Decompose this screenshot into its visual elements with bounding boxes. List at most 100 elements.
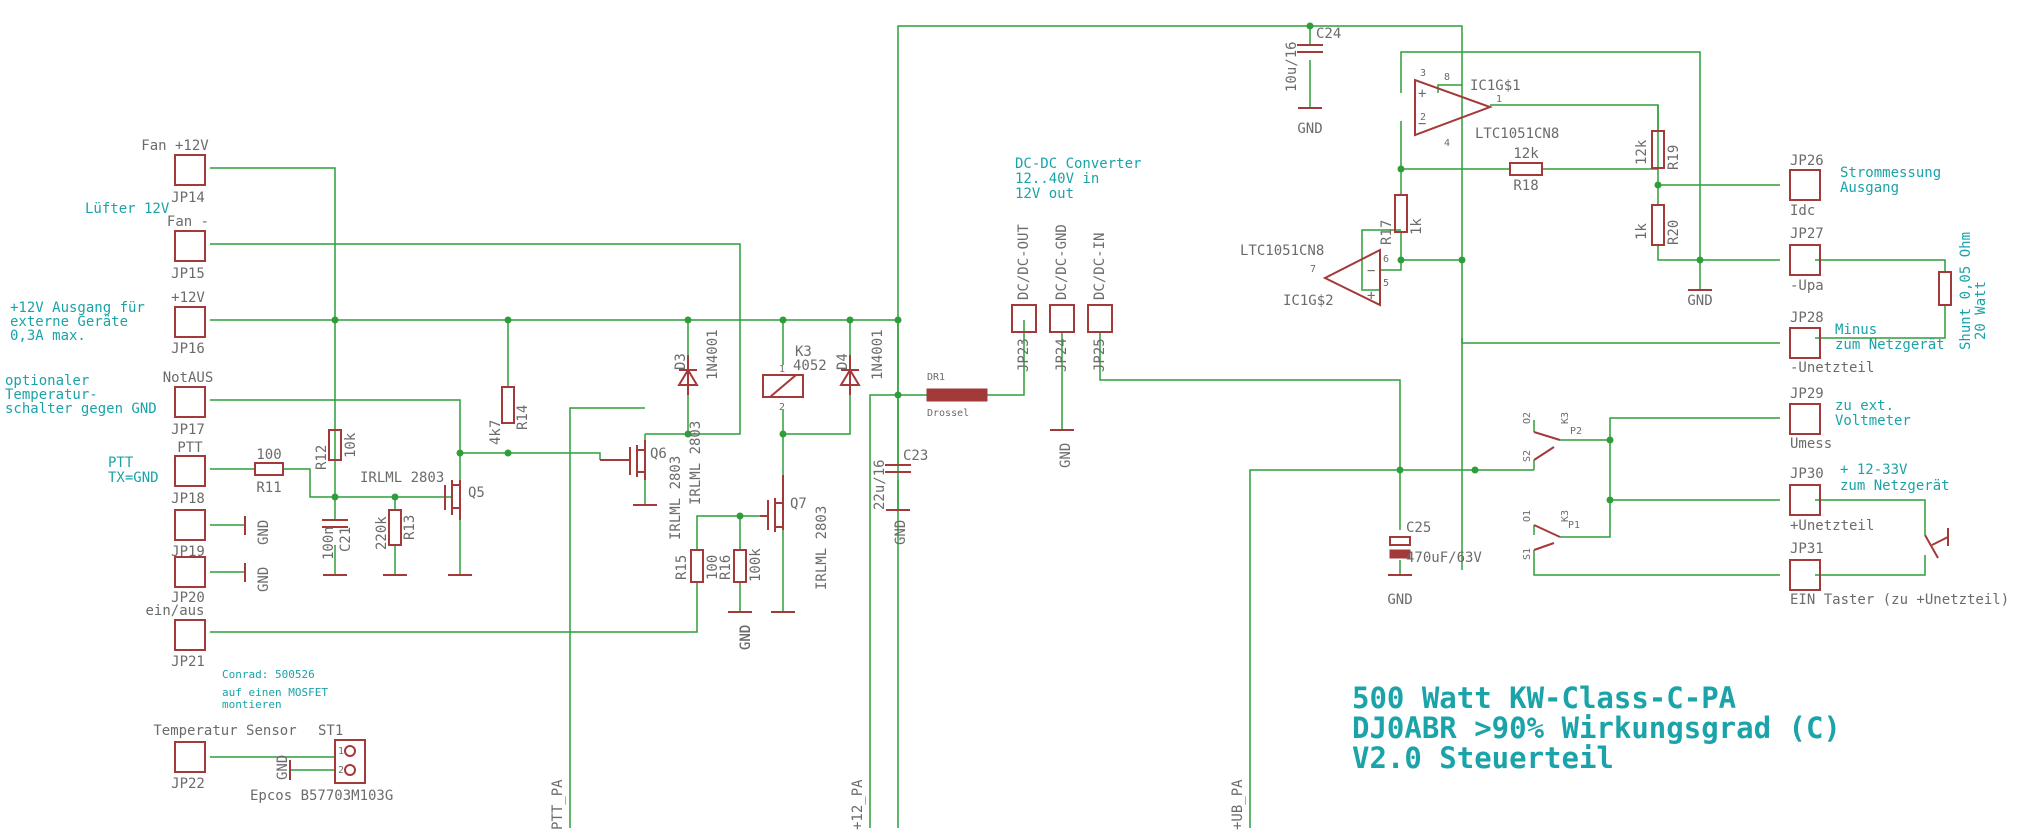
note-luefter: Lüfter 12V	[85, 201, 170, 217]
jp22-pad[interactable]	[174, 741, 206, 773]
svg-text:JP24: JP24	[1054, 338, 1070, 372]
svg-text:+: +	[1418, 86, 1426, 102]
svg-text:1: 1	[338, 746, 344, 757]
jp21-label: ein/aus	[145, 603, 204, 619]
svg-text:R20: R20	[1666, 220, 1682, 245]
jp24-pad[interactable]	[1049, 304, 1075, 333]
svg-text:2: 2	[1420, 112, 1426, 123]
jp20-pad[interactable]	[174, 556, 206, 588]
svg-text:R19: R19	[1666, 145, 1682, 170]
svg-text:R18: R18	[1513, 178, 1538, 194]
svg-text:JP30: JP30	[1790, 466, 1824, 482]
note-ausgang-3: 0,3A max.	[10, 328, 86, 344]
svg-text:ST1: ST1	[318, 723, 343, 739]
connectors-right: JP26 Idc JP27 -Upa JP28 -Unetzteil JP29 …	[1789, 153, 2009, 608]
r12: R12 10k	[314, 429, 359, 470]
jp30-pad[interactable]	[1789, 484, 1821, 516]
jp18-pad[interactable]	[174, 455, 206, 487]
svg-text:R16: R16	[718, 555, 734, 580]
note-netz-2: zum Netzgerät	[1840, 478, 1950, 494]
c24: C24 10u/16	[1284, 26, 1341, 92]
svg-text:3: 3	[1420, 68, 1426, 79]
jp18-label: PTT	[177, 440, 203, 456]
gnd-r16: GND	[738, 625, 754, 650]
jp14-pad[interactable]	[174, 154, 206, 186]
svg-text:6: 6	[1383, 254, 1389, 265]
jp31-pad[interactable]	[1789, 559, 1821, 591]
svg-text:10k: 10k	[343, 432, 359, 458]
svg-text:C24: C24	[1316, 26, 1341, 42]
junctions	[331, 22, 1704, 520]
note-strom-1: Strommessung	[1840, 165, 1941, 181]
svg-text:12k: 12k	[1513, 146, 1539, 162]
d4-diode: D4 1N4001	[835, 329, 886, 395]
k3-relay-coil: 1 2 K3 4052	[762, 344, 827, 413]
gnd-jp19: GND	[256, 520, 272, 545]
svg-text:JP26: JP26	[1790, 153, 1824, 169]
svg-text:1N4001: 1N4001	[870, 329, 886, 380]
svg-text:100k: 100k	[748, 548, 764, 582]
jp19-pad[interactable]	[174, 509, 206, 541]
jp26-pad[interactable]	[1789, 169, 1821, 201]
svg-text:P1: P1	[1568, 520, 1580, 531]
ein-pushbutton[interactable]	[1924, 528, 1949, 559]
svg-text:JP28: JP28	[1790, 310, 1824, 326]
svg-text:K3: K3	[795, 344, 812, 360]
svg-text:C25: C25	[1406, 520, 1431, 536]
jp15-pad[interactable]	[174, 230, 206, 262]
svg-text:IC1G$1: IC1G$1	[1470, 78, 1521, 94]
jp29-pad[interactable]	[1789, 403, 1821, 435]
svg-text:470uF/63V: 470uF/63V	[1406, 550, 1482, 566]
notes-left: Lüfter 12V +12V Ausgang für externe Gerä…	[5, 201, 328, 711]
q5-mosfet: IRLML 2803 Q5	[360, 470, 485, 520]
jp14-id: JP14	[171, 190, 205, 206]
svg-text:DC/DC-GND: DC/DC-GND	[1054, 224, 1070, 300]
note-optional-1: optionaler	[5, 373, 89, 389]
gnd-jp20: GND	[256, 567, 272, 592]
ic1a-opamp: IC1G$1 LTC1051CN8 + − 3 2 1 8 4	[1414, 68, 1559, 149]
svg-text:+Unetzteil: +Unetzteil	[1790, 518, 1874, 534]
svg-text:EIN Taster (zu +Unetzteil): EIN Taster (zu +Unetzteil)	[1790, 592, 2009, 608]
note-shunt-2: 20 Watt	[1973, 281, 1989, 340]
svg-text:4k7: 4k7	[488, 420, 504, 445]
jp15-id: JP15	[171, 266, 205, 282]
svg-text:4: 4	[1444, 138, 1450, 149]
note-shunt-1: Shunt 0,05 Ohm	[1958, 232, 1974, 350]
svg-text:-Unetzteil: -Unetzteil	[1790, 360, 1874, 376]
wires	[210, 25, 1946, 828]
note-strom-2: Ausgang	[1840, 180, 1899, 196]
jp17-id: JP17	[171, 422, 205, 438]
svg-text:JP23: JP23	[1016, 338, 1032, 372]
jp21-pad[interactable]	[174, 619, 206, 651]
title-block: 500 Watt KW-Class-C-PA DJ0ABR >90% Wirku…	[1352, 681, 1841, 775]
jp17-pad[interactable]	[174, 386, 206, 418]
title-line-1: 500 Watt KW-Class-C-PA	[1352, 681, 1736, 715]
svg-text:2: 2	[779, 402, 785, 413]
net-12-pa: +12_PA	[850, 779, 866, 830]
jp28-pad[interactable]	[1789, 327, 1821, 359]
svg-text:JP29: JP29	[1790, 386, 1824, 402]
svg-text:LTC1051CN8: LTC1051CN8	[1240, 243, 1324, 259]
note-ptt-1: PTT	[108, 455, 134, 471]
svg-text:O2: O2	[1522, 412, 1533, 424]
r13: 220k R13	[374, 509, 418, 550]
svg-text:-Upa: -Upa	[1790, 278, 1824, 294]
svg-text:7: 7	[1310, 264, 1316, 275]
jp23-pad[interactable]	[1011, 304, 1037, 333]
jp25-pad[interactable]	[1087, 304, 1113, 333]
note-optional-3: schalter gegen GND	[5, 401, 157, 417]
jp16-pad[interactable]	[174, 306, 206, 338]
note-volt-1: zu ext.	[1835, 398, 1894, 414]
gnd-r16b: GND	[738, 625, 754, 650]
svg-text:DC/DC-OUT: DC/DC-OUT	[1016, 224, 1032, 300]
gnd-symbols: GND GND GND GND GND GND GND GND GND	[244, 107, 1713, 780]
svg-text:R15: R15	[674, 555, 690, 580]
r17: R17 1k	[1379, 194, 1425, 245]
note-netz-1: + 12-33V	[1840, 462, 1908, 478]
net-ub-pa: +UB_PA	[1230, 779, 1246, 830]
svg-text:S2: S2	[1522, 450, 1533, 462]
title-line-3: V2.0 Steuerteil	[1352, 741, 1614, 775]
jp27-pad[interactable]	[1789, 244, 1821, 276]
svg-text:Q7: Q7	[790, 496, 807, 512]
